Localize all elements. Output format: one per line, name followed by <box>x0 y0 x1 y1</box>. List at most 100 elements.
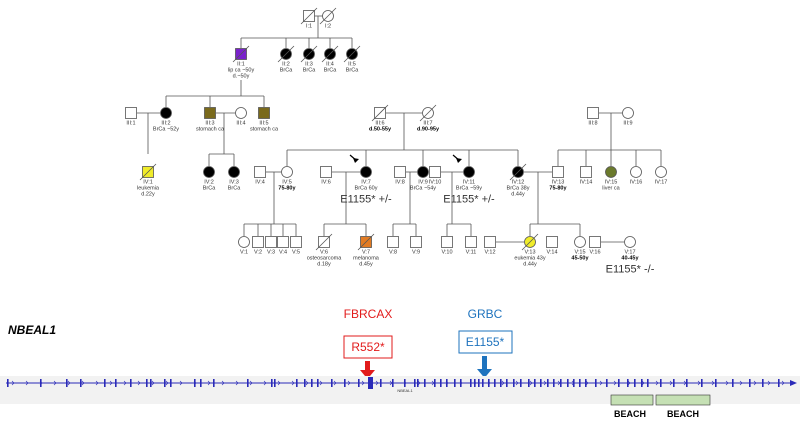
exon-30 <box>414 379 416 387</box>
individual-IV-4 <box>254 166 266 178</box>
individual-IV-3 <box>228 166 240 178</box>
exon-13 <box>200 379 202 387</box>
exon-7 <box>130 379 132 387</box>
exon-67 <box>686 379 688 387</box>
individual-V-10 <box>441 236 453 248</box>
strand-chevron-icon <box>249 380 253 386</box>
exon-6 <box>115 379 117 387</box>
exon-18 <box>296 379 298 387</box>
arrow-e1155-icon <box>477 369 492 378</box>
strand-chevron-icon <box>81 380 85 386</box>
exon-28 <box>392 379 394 387</box>
individual-note: d.22y <box>141 192 155 198</box>
arrow-r552-shaft <box>365 361 370 371</box>
individual-id: IV:9 <box>418 180 428 186</box>
individual-V-8 <box>387 236 399 248</box>
exon-71 <box>749 379 751 387</box>
exon-69 <box>715 379 717 387</box>
individual-id: III:2 <box>161 121 170 127</box>
deceased-mark <box>232 45 250 63</box>
strand-chevron-icon <box>347 380 351 386</box>
individual-III-2 <box>160 107 172 119</box>
strand-chevron-icon <box>25 380 29 386</box>
individual-id: IV:12 <box>512 180 525 186</box>
exon-10 <box>164 379 166 387</box>
strand-chevron-icon <box>389 380 393 386</box>
individual-id: V:14 <box>546 250 557 256</box>
exon-41 <box>482 379 484 387</box>
deceased-mark <box>357 233 375 251</box>
deceased-mark <box>300 45 318 63</box>
strand-chevron-icon <box>669 380 673 386</box>
individual-note: BrCa <box>203 186 216 192</box>
individual-id: IV:17 <box>655 180 668 186</box>
strand-chevron-icon <box>179 380 183 386</box>
exon-59 <box>606 379 608 387</box>
arrow-e1155-shaft <box>482 356 487 370</box>
individual-note: 45-50y <box>571 256 589 262</box>
exon-57 <box>585 379 587 387</box>
individual-III-5 <box>258 107 270 119</box>
individual-IV-14 <box>580 166 592 178</box>
exon-29 <box>404 379 406 387</box>
individual-note: liver ca <box>602 186 620 192</box>
exon-4 <box>80 379 82 387</box>
individual-note: lip ca ~50y <box>228 68 255 74</box>
exon-34 <box>440 379 442 387</box>
exon-19 <box>304 379 306 387</box>
individual-id: IV:3 <box>229 180 239 186</box>
individual-id: V:4 <box>279 250 287 256</box>
strand-chevron-icon <box>263 380 267 386</box>
strand-chevron-icon <box>165 380 169 386</box>
strand-chevron-icon <box>711 380 715 386</box>
strand-chevron-icon <box>67 380 71 386</box>
strand-chevron-icon <box>459 380 463 386</box>
individual-id: I:2 <box>325 24 331 30</box>
individual-id: III:8 <box>588 121 597 127</box>
carrier-status: E1155* +/- <box>443 194 495 206</box>
individual-id: V:15 <box>574 250 585 256</box>
exon-3 <box>66 379 68 387</box>
beach-label-1: BEACH <box>614 409 646 419</box>
individual-id: IV:14 <box>580 180 593 186</box>
strand-chevron-icon <box>417 380 421 386</box>
strand-chevron-icon <box>375 380 379 386</box>
exon-40 <box>478 379 480 387</box>
strand-chevron-icon <box>235 380 239 386</box>
individual-id: II:4 <box>326 62 334 68</box>
strand-arrows <box>11 380 797 386</box>
individual-note: BrCa <box>228 186 241 192</box>
individual-id: III:7 <box>423 121 432 127</box>
strand-chevron-icon <box>781 380 785 386</box>
exon-39 <box>474 379 476 387</box>
individual-IV-15 <box>605 166 617 178</box>
exon-70 <box>732 379 734 387</box>
individual-III-3 <box>204 107 216 119</box>
individual-id: II:5 <box>348 62 356 68</box>
exon-58 <box>595 379 597 387</box>
deceased-mark <box>509 163 527 181</box>
beach-label-2: BEACH <box>667 409 699 419</box>
strand-chevron-icon <box>683 380 687 386</box>
strand-chevron-icon <box>333 380 337 386</box>
individual-note: leukemia <box>137 186 160 192</box>
exon-marks <box>7 377 780 389</box>
exon-1 <box>7 379 9 387</box>
variant-label-e1155: E1155* <box>466 335 505 349</box>
individual-V-14 <box>546 236 558 248</box>
track-band <box>0 376 800 404</box>
individual-id: IV:11 <box>463 180 475 186</box>
individual-id: V:3 <box>267 250 275 256</box>
exon-55 <box>573 379 575 387</box>
individual-id: V:5 <box>292 250 300 256</box>
individual-note: BrCa ~59y <box>456 186 482 192</box>
exon-52 <box>553 379 555 387</box>
exon-27 <box>380 379 382 387</box>
family-label-fbrcax: FBRCAX <box>344 307 393 321</box>
individual-note: d.44y <box>511 192 525 198</box>
exon-56 <box>579 379 581 387</box>
strand-chevron-icon <box>641 380 645 386</box>
exon-73 <box>778 379 780 387</box>
exon-44 <box>500 379 502 387</box>
